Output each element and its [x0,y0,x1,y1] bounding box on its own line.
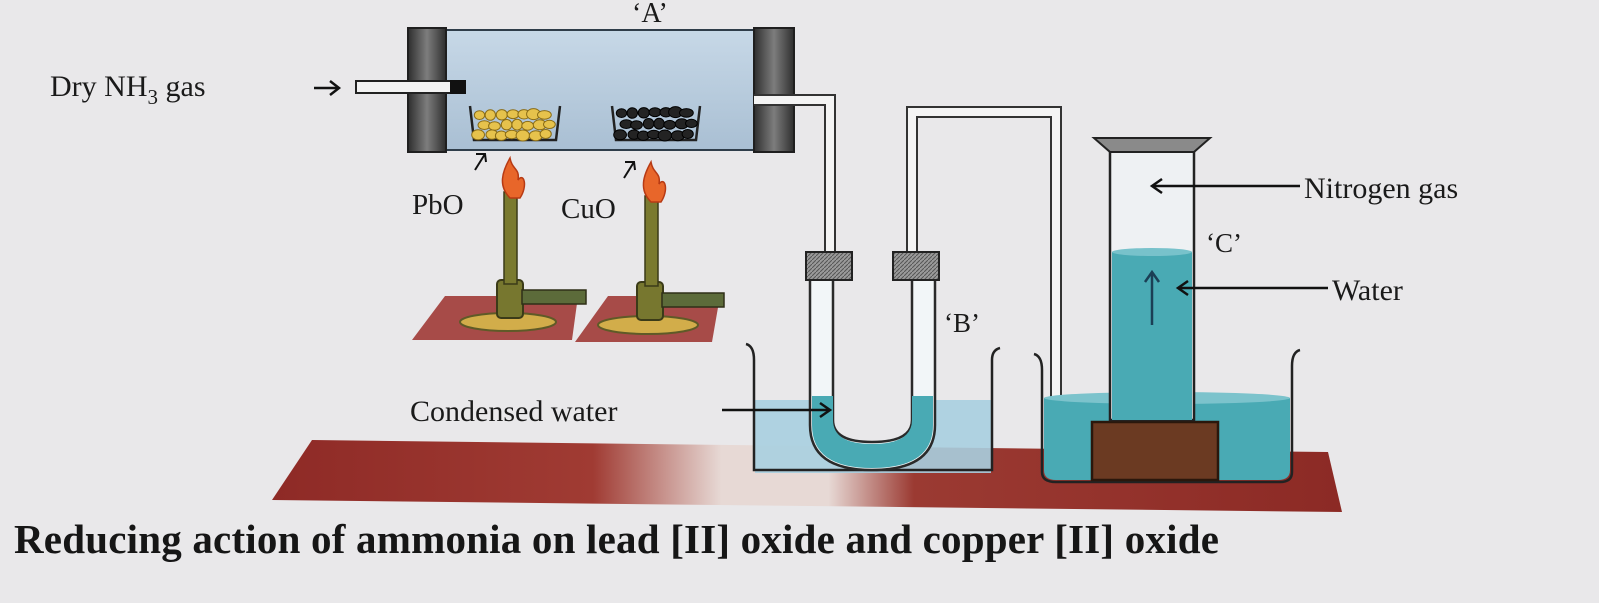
combustion-tube-a [355,27,795,153]
powder-lump [484,109,496,121]
powder-lump [500,119,513,131]
powder-lump [473,110,486,120]
powder-lump [539,129,552,139]
powder-lump [626,107,638,119]
powder-lump [648,107,662,118]
label-jar-c: ‘C’ [1206,228,1242,258]
powder-lump [685,118,698,129]
arrow-right-icon [722,401,833,419]
arrow-up-icon [623,161,636,179]
label-nitrogen-gas: Nitrogen gas [1304,172,1458,205]
powder-lump [495,109,508,121]
label-tube-a: ‘A’ [632,0,668,29]
arrow-up-icon [474,153,487,171]
powder-lump [488,121,501,131]
u-tube-b [805,251,940,472]
powder-lump [511,118,523,131]
cuo-powder [613,106,698,142]
label-water: Water [1332,274,1403,307]
pbo-powder [471,108,556,142]
flame-icon [501,155,526,199]
arrow-up-icon [1143,269,1161,325]
powder-lump [515,129,530,142]
arrow-right-icon [314,80,342,96]
figure-caption: Reducing action of ammonia on lead [II] … [14,516,1220,562]
powder-lump [663,119,677,130]
label-cuo: CuO [561,193,616,225]
condensed-water [812,396,933,468]
flame-icon [642,159,667,203]
powder-lump [615,108,628,118]
powder-lump [521,120,535,131]
powder-lump [471,129,486,141]
pbo-boat [468,105,562,142]
arrow-left-icon [1175,279,1328,297]
label-condensed-water: Condensed water [410,395,617,428]
burner-left [459,191,587,332]
label-u-tube-b: ‘B’ [944,308,980,338]
powder-lump [506,109,520,120]
stopper-u-left [805,251,853,281]
powder-lump [543,119,556,130]
label-dry-ammonia: Dry NH3 gas [50,70,206,109]
inlet-pipe [355,80,465,94]
powder-lump [657,129,672,142]
powder-lump [653,117,665,130]
powder-lump [642,118,655,130]
stopper-right [753,27,795,153]
powder-lump [630,120,643,130]
powder-lump [681,129,694,139]
powder-lump [613,129,627,141]
arrow-left-icon [1149,177,1300,195]
stopper-u-right [892,251,940,281]
powder-lump [679,108,694,118]
cuo-boat [610,105,702,142]
label-pbo: PbO [412,189,464,221]
powder-lump [637,107,650,119]
beehive-shelf [1090,420,1220,482]
powder-lump [537,110,552,120]
